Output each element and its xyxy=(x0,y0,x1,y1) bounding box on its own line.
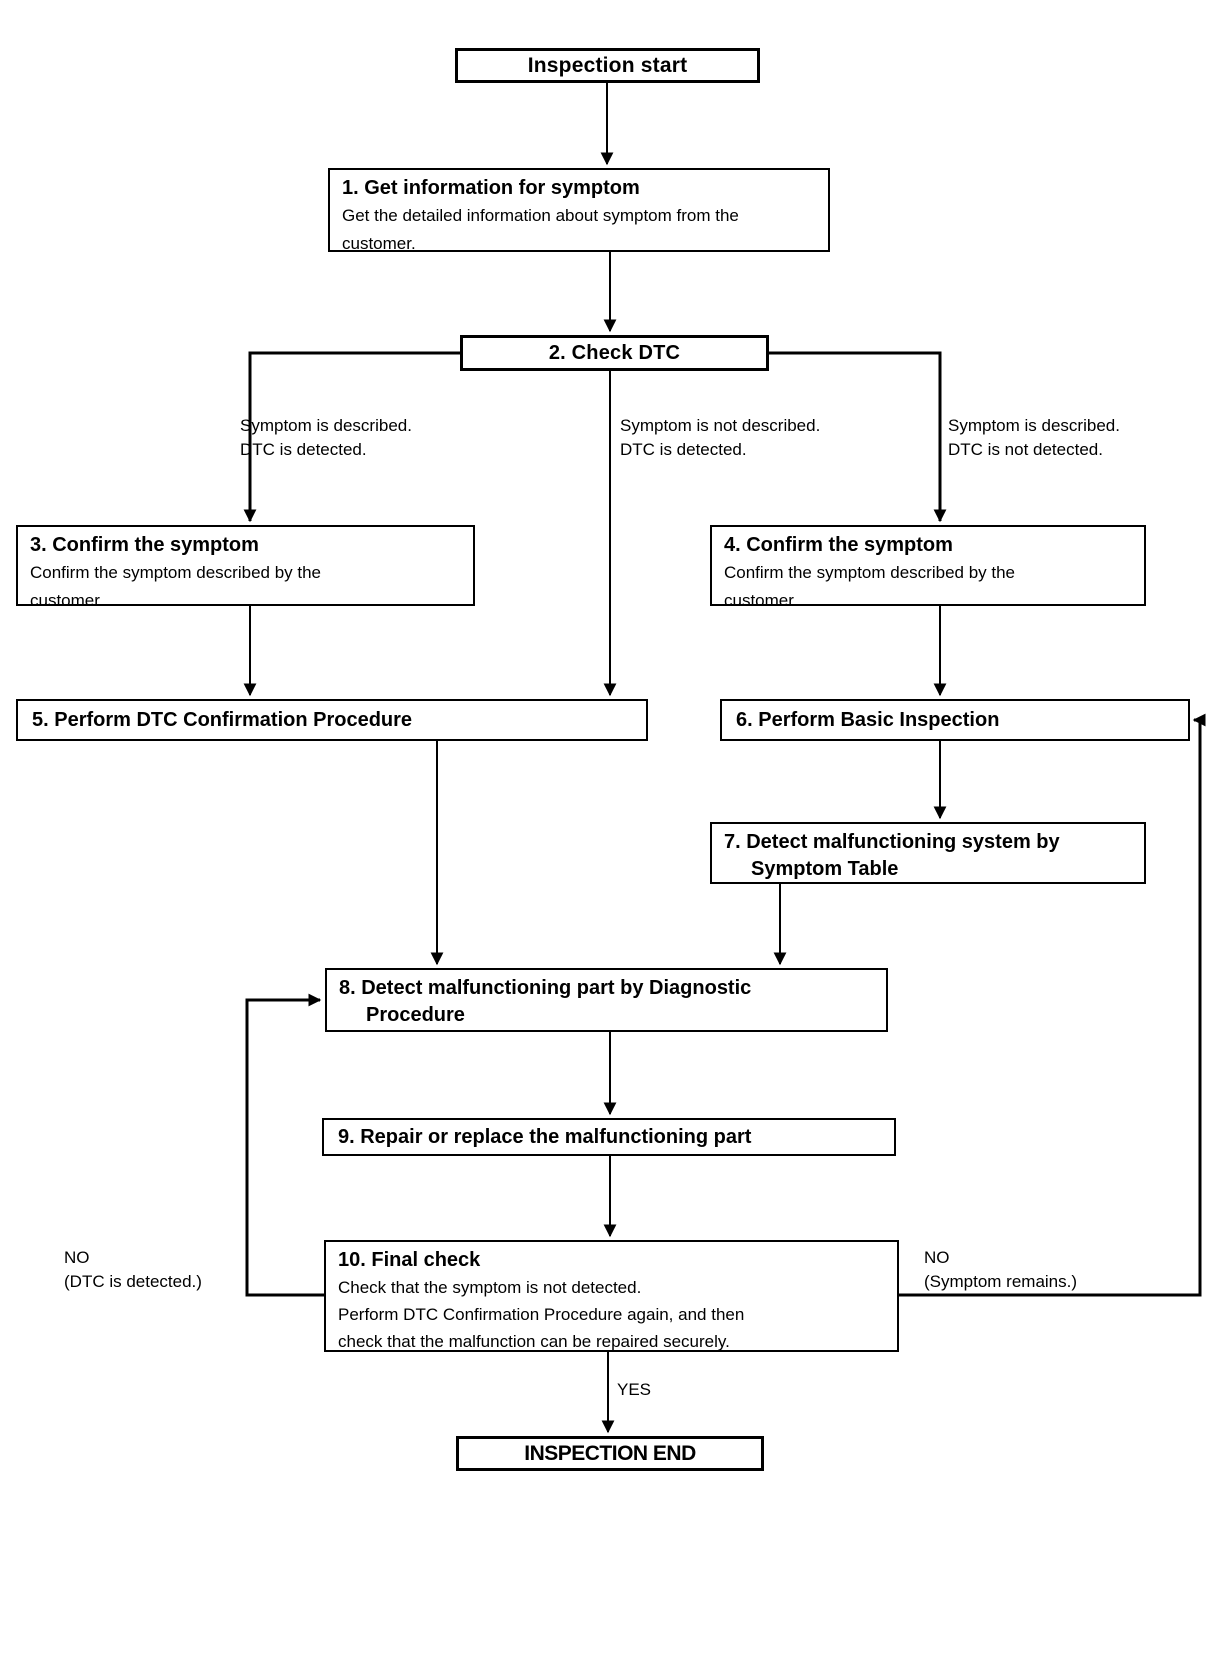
step4-title: 4. Confirm the symptom xyxy=(724,534,953,556)
inspection-start-label: Inspection start xyxy=(527,53,688,77)
step7-title: 7. Detect malfunctioning system by Sympt… xyxy=(724,831,1060,880)
node-step4-confirm-symptom: 4. Confirm the symptom Confirm the sympt… xyxy=(710,525,1146,610)
node-inspection-end: INSPECTION END xyxy=(456,1436,764,1471)
node-step2-check-dtc: 2. Check DTC xyxy=(460,335,769,371)
node-inspection-start: Inspection start xyxy=(455,48,760,83)
step9-title: 9. Repair or replace the malfunctioning … xyxy=(338,1125,752,1148)
loop-no-dtc-detected xyxy=(245,993,326,1297)
step3-body: Confirm the symptom described by the cus… xyxy=(30,563,322,610)
step3-title: 3. Confirm the symptom xyxy=(30,534,259,556)
no-label-left: NO (DTC is detected.) xyxy=(64,1248,202,1291)
node-step5-dtc-confirmation: 5. Perform DTC Confirmation Procedure xyxy=(16,699,648,741)
step4-body: Confirm the symptom described by the cus… xyxy=(724,563,1016,610)
branch-label-left: Symptom is described. DTC is detected. xyxy=(240,416,412,459)
branch-label-middle: Symptom is not described. DTC is detecte… xyxy=(620,416,821,459)
no-label-right: NO (Symptom remains.) xyxy=(924,1248,1078,1291)
step10-body: Check that the symptom is not detected. … xyxy=(338,1278,745,1351)
step1-title: 1. Get information for symptom xyxy=(342,177,640,199)
step5-title: 5. Perform DTC Confirmation Procedure xyxy=(32,708,413,731)
node-step7-detect-system: 7. Detect malfunctioning system by Sympt… xyxy=(710,822,1146,884)
node-step9-repair-replace: 9. Repair or replace the malfunctioning … xyxy=(322,1118,896,1156)
node-step3-confirm-symptom: 3. Confirm the symptom Confirm the sympt… xyxy=(16,525,475,610)
node-step10-final-check: 10. Final check Check that the symptom i… xyxy=(324,1240,899,1352)
yes-label: YES xyxy=(617,1380,652,1399)
branch-label-right: Symptom is described. DTC is not detecte… xyxy=(948,416,1120,459)
step8-title: 8. Detect malfunctioning part by Diagnos… xyxy=(339,977,752,1026)
node-step6-basic-inspection: 6. Perform Basic Inspection xyxy=(720,699,1190,741)
step1-body: Get the detailed information about sympt… xyxy=(342,206,739,253)
step2-title: 2. Check DTC xyxy=(548,341,681,364)
node-step8-detect-part: 8. Detect malfunctioning part by Diagnos… xyxy=(325,968,888,1032)
step6-title: 6. Perform Basic Inspection xyxy=(736,708,1000,731)
step10-title: 10. Final check xyxy=(338,1249,481,1271)
node-step1-get-information: 1. Get information for symptom Get the d… xyxy=(328,168,830,253)
loop-no-symptom-remains xyxy=(897,713,1206,1297)
inspection-end-label: INSPECTION END xyxy=(524,1441,696,1465)
